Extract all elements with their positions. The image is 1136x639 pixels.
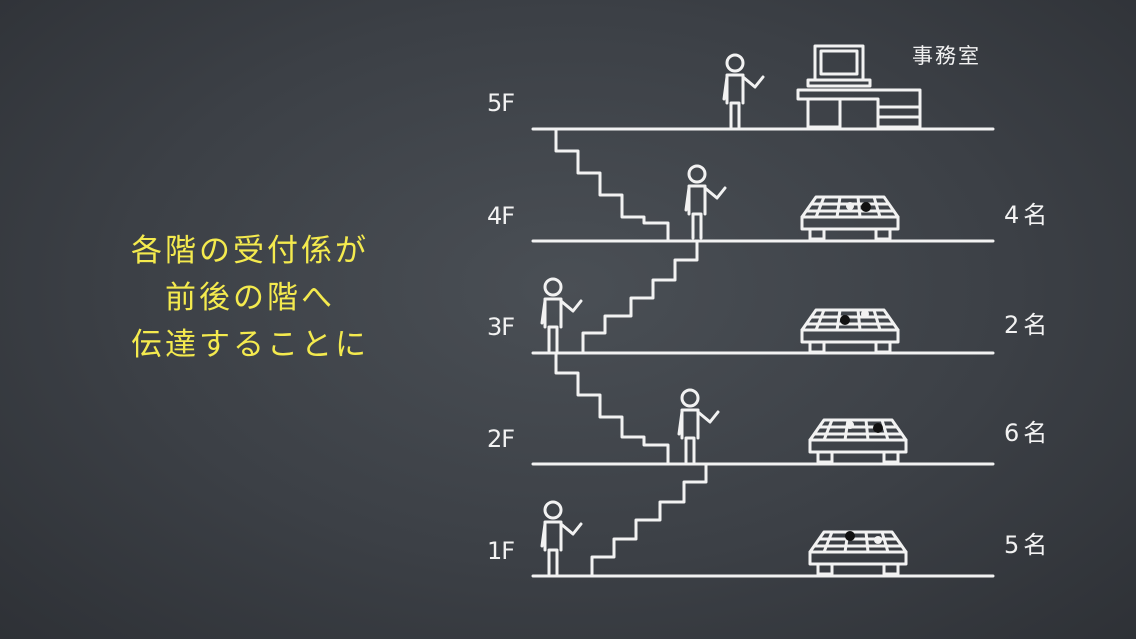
floor-lines bbox=[531, 127, 995, 578]
stairs-2f-1f bbox=[590, 462, 708, 578]
floor-label-5f: 5F bbox=[487, 89, 515, 117]
person-icon bbox=[684, 164, 727, 240]
count-3f: 2名 bbox=[1004, 311, 1052, 339]
go-board-icon bbox=[800, 308, 900, 354]
go-board-icon bbox=[800, 195, 900, 241]
stairs-5f-4f bbox=[554, 127, 670, 243]
office-label: 事務室 bbox=[912, 44, 981, 68]
caption: 各階の受付係が 前後の階へ 伝達することに bbox=[100, 228, 400, 369]
floor-label-4f: 4F bbox=[487, 202, 515, 230]
caption-line-2: 前後の階へ bbox=[165, 280, 335, 316]
floor-label-1f: 1F bbox=[487, 537, 515, 565]
go-board-icon bbox=[808, 418, 908, 464]
person-icon bbox=[677, 388, 720, 464]
person-icon bbox=[540, 500, 583, 576]
floor-label-3f: 3F bbox=[487, 313, 515, 341]
stairs-4f-3f bbox=[581, 239, 699, 355]
count-2f: 6名 bbox=[1004, 419, 1052, 447]
person-icon bbox=[722, 53, 765, 129]
stairs-3f-2f bbox=[554, 351, 670, 466]
count-1f: 5名 bbox=[1004, 531, 1052, 559]
caption-line-3: 伝達することに bbox=[131, 327, 369, 363]
staircase-icon bbox=[554, 127, 708, 578]
computer-desk-icon bbox=[796, 44, 922, 129]
floor-label-2f: 2F bbox=[487, 425, 515, 453]
person-icon bbox=[540, 277, 583, 353]
caption-line-1: 各階の受付係が bbox=[131, 233, 369, 269]
count-4f: 4名 bbox=[1004, 201, 1052, 229]
go-board-icon bbox=[808, 530, 908, 576]
